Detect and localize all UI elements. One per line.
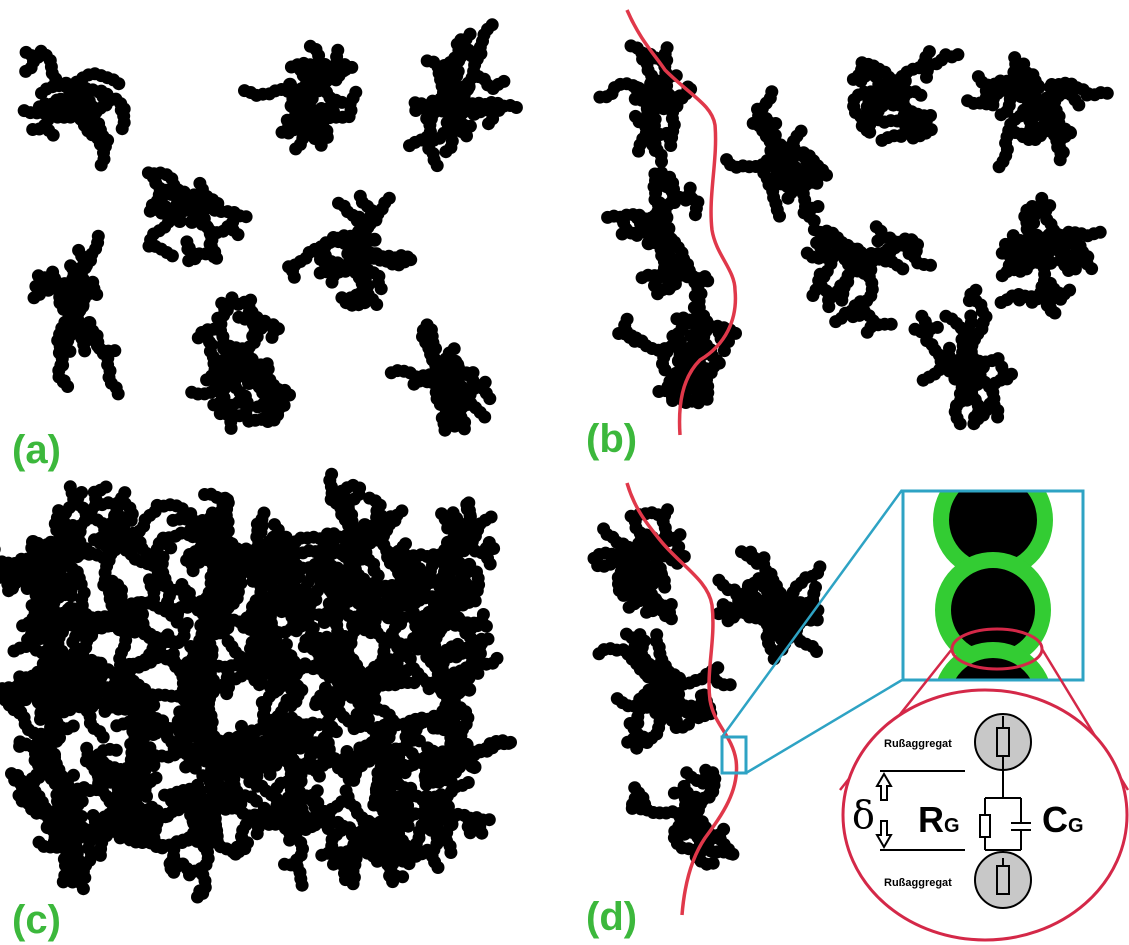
gap-delta-symbol: δ (852, 793, 875, 837)
gap-arrow-down-icon (875, 820, 893, 849)
zoom-callout (720, 489, 904, 775)
conductive-path-b (625, 9, 738, 436)
zoom-source-box (720, 735, 748, 775)
aggregate-bottom-label: Rußaggregat (884, 877, 952, 889)
capacitance-label: CG (1042, 799, 1084, 840)
conductive-path-d (625, 482, 739, 916)
panel-label-c: (c) (12, 898, 61, 942)
panel-label-a: (a) (12, 428, 61, 472)
zoom-view (901, 489, 1085, 682)
panel-label-d: (d) (586, 895, 637, 939)
panel-label-b: (b) (586, 417, 637, 461)
soot-aggregates (0, 18, 1114, 904)
gap-arrow-up-icon (875, 772, 893, 801)
equivalent-circuit (875, 713, 1032, 909)
resistance-label: RG (918, 799, 960, 840)
aggregate-top-label: Rußaggregat (884, 738, 952, 750)
particle-bottom (937, 642, 1049, 680)
zoom-frame (901, 489, 1085, 682)
